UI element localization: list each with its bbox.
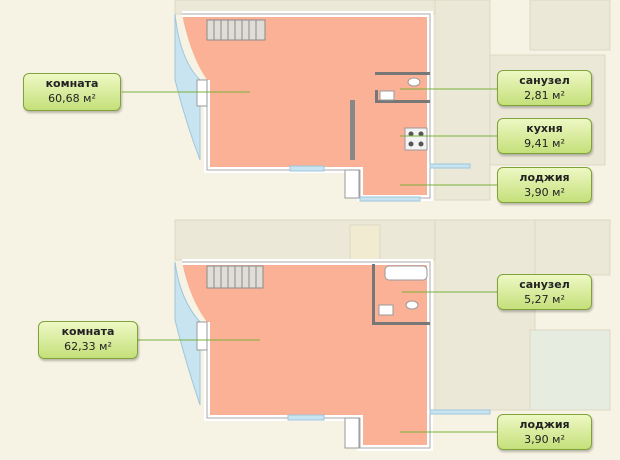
plan-1 bbox=[174, 11, 471, 202]
bathtub-icon bbox=[384, 265, 428, 281]
sink-icon bbox=[379, 90, 395, 101]
room-area: 9,41 bbox=[524, 137, 549, 150]
room-name: комната bbox=[45, 77, 99, 90]
room-name: санузел bbox=[519, 278, 570, 291]
room-name: кухня bbox=[526, 122, 563, 135]
area-unit: м² bbox=[552, 89, 565, 102]
room-area-plan-2 bbox=[182, 262, 430, 448]
label-loggia-plan-1: лоджия 3,90 м² bbox=[497, 167, 592, 203]
room-name: комната bbox=[61, 325, 115, 338]
area-unit: м² bbox=[552, 293, 565, 306]
stairs-icon bbox=[206, 265, 264, 289]
area-unit: м² bbox=[552, 186, 565, 199]
room-area: 5,27 bbox=[524, 293, 549, 306]
area-unit: м² bbox=[552, 137, 565, 150]
plan-2 bbox=[174, 259, 491, 451]
stove-icon bbox=[404, 127, 428, 151]
sink-icon bbox=[378, 304, 394, 316]
label-kitchen-plan-1: кухня 9,41 м² bbox=[497, 118, 592, 154]
label-room-plan-1: комната 60,68 м² bbox=[23, 73, 121, 111]
toilet-icon bbox=[407, 77, 421, 87]
area-unit: м² bbox=[99, 340, 112, 353]
stairs-icon bbox=[206, 19, 266, 41]
room-area: 62,33 bbox=[64, 340, 96, 353]
room-name: санузел bbox=[519, 74, 570, 87]
background-building bbox=[174, 0, 611, 411]
label-room-plan-2: комната 62,33 м² bbox=[38, 321, 138, 359]
room-area: 3,90 bbox=[524, 433, 549, 446]
area-unit: м² bbox=[552, 433, 565, 446]
leader-lines bbox=[122, 88, 497, 433]
curved-window bbox=[174, 261, 201, 406]
room-name: лоджия bbox=[519, 418, 570, 431]
room-area: 3,90 bbox=[524, 186, 549, 199]
label-loggia-plan-2: лоджия 3,90 м² bbox=[497, 414, 592, 450]
curved-window bbox=[174, 13, 201, 161]
area-unit: м² bbox=[83, 92, 96, 105]
room-area-plan-1 bbox=[182, 14, 430, 198]
room-area: 2,81 bbox=[524, 89, 549, 102]
room-area: 60,68 bbox=[48, 92, 80, 105]
room-name: лоджия bbox=[519, 171, 570, 184]
label-bathroom-plan-2: санузел 5,27 м² bbox=[497, 274, 592, 310]
label-bathroom-plan-1: санузел 2,81 м² bbox=[497, 70, 592, 106]
toilet-icon bbox=[405, 300, 419, 310]
